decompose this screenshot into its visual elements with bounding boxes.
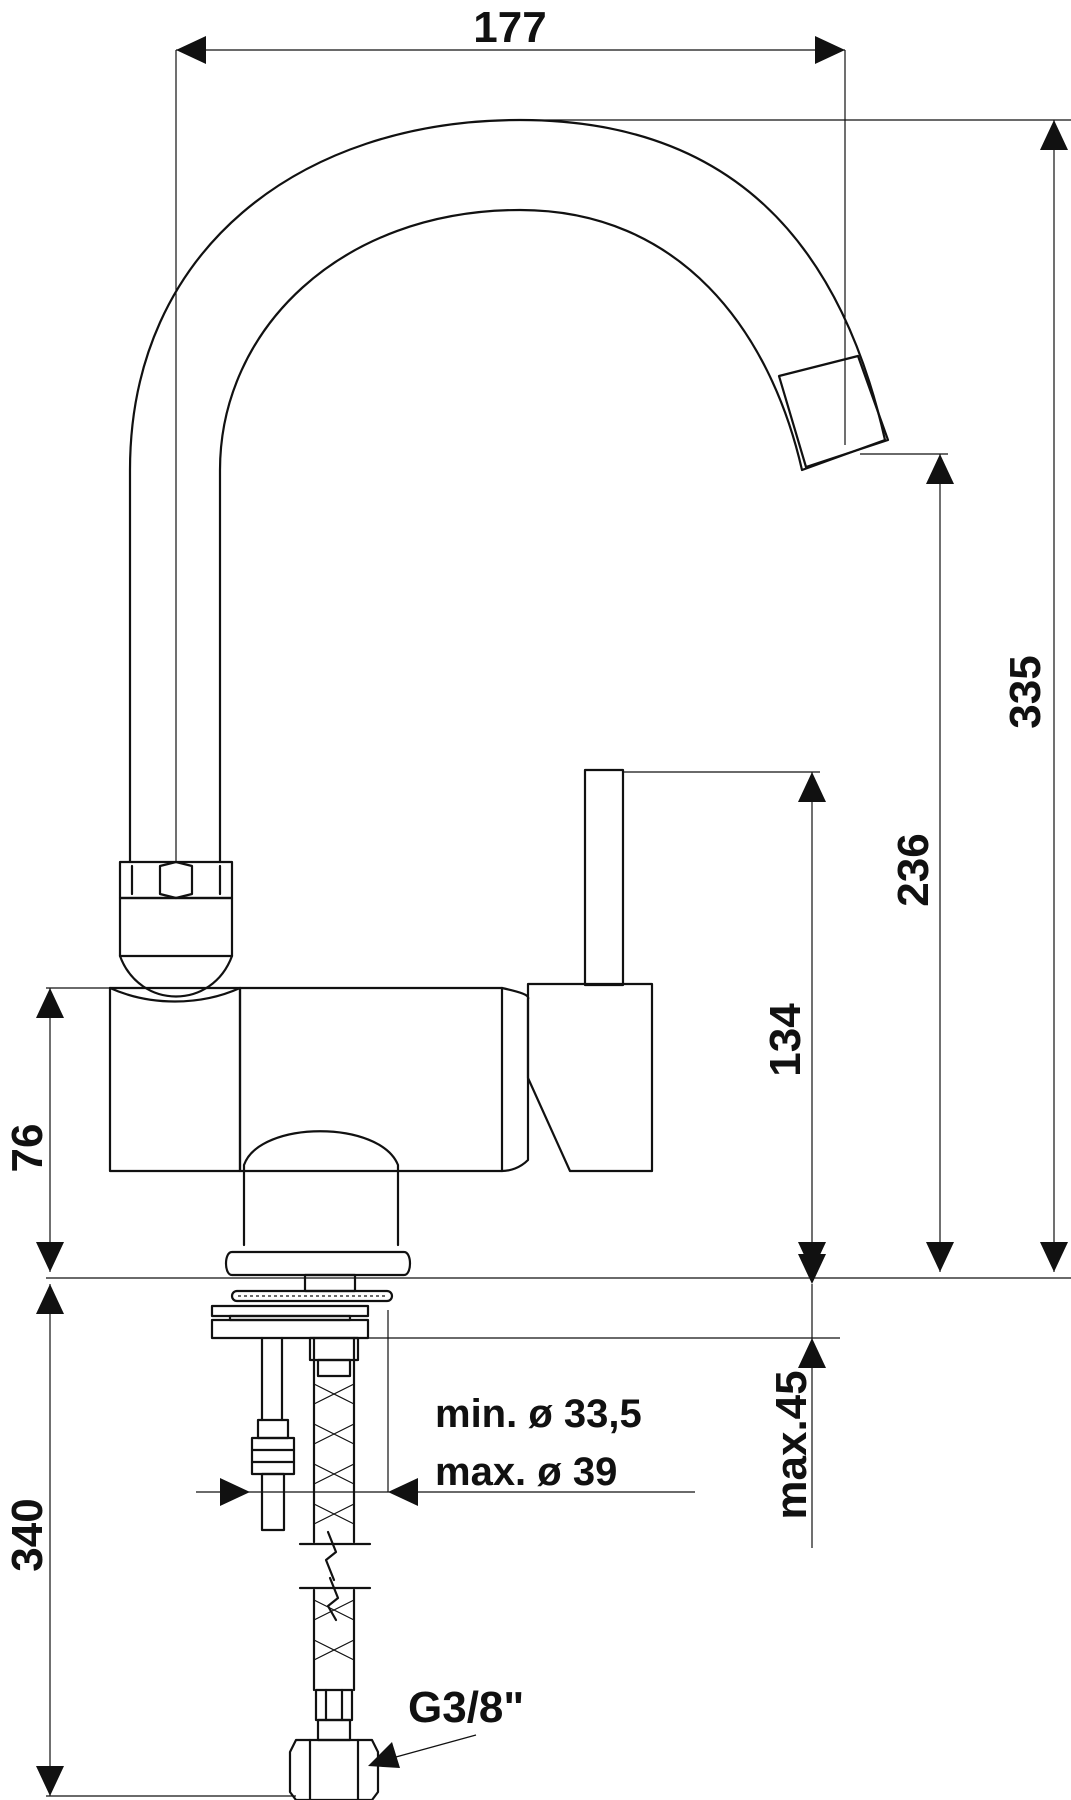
lever-body	[526, 982, 654, 1173]
dimension-lines	[36, 36, 1071, 1797]
base-dome	[242, 1130, 400, 1247]
dim-total-height-label: 335	[1001, 655, 1050, 728]
dim-width-label: 177	[473, 3, 546, 52]
braided-hose-upper	[312, 1336, 356, 1544]
dim-body-height-label: 76	[3, 1124, 52, 1173]
dim-max-counter-label: max.45	[767, 1370, 816, 1519]
mounting-plate	[210, 1304, 370, 1318]
dim-thread-label: G3/8"	[408, 1683, 524, 1732]
dim-hole-max-label: max. ø 39	[435, 1450, 617, 1494]
threaded-rod	[260, 1336, 284, 1422]
base-plate	[224, 1250, 412, 1277]
braided-hose-lower	[312, 1588, 356, 1692]
mixer-body	[108, 986, 242, 1173]
hex-nut	[288, 1738, 380, 1800]
dim-lever-height-label: 134	[761, 1003, 810, 1077]
faucet-outline	[108, 118, 890, 1800]
spout-tip	[777, 354, 890, 469]
rubber-washer	[230, 1289, 394, 1303]
lever-stem	[583, 768, 625, 987]
spout-neck	[118, 896, 234, 958]
spout	[128, 118, 887, 864]
dim-spout-height-label: 236	[889, 833, 938, 906]
dim-hose-length-label: 340	[3, 1498, 52, 1571]
dim-hole-min-label: min. ø 33,5	[435, 1392, 642, 1436]
swivel-ring	[118, 860, 234, 900]
